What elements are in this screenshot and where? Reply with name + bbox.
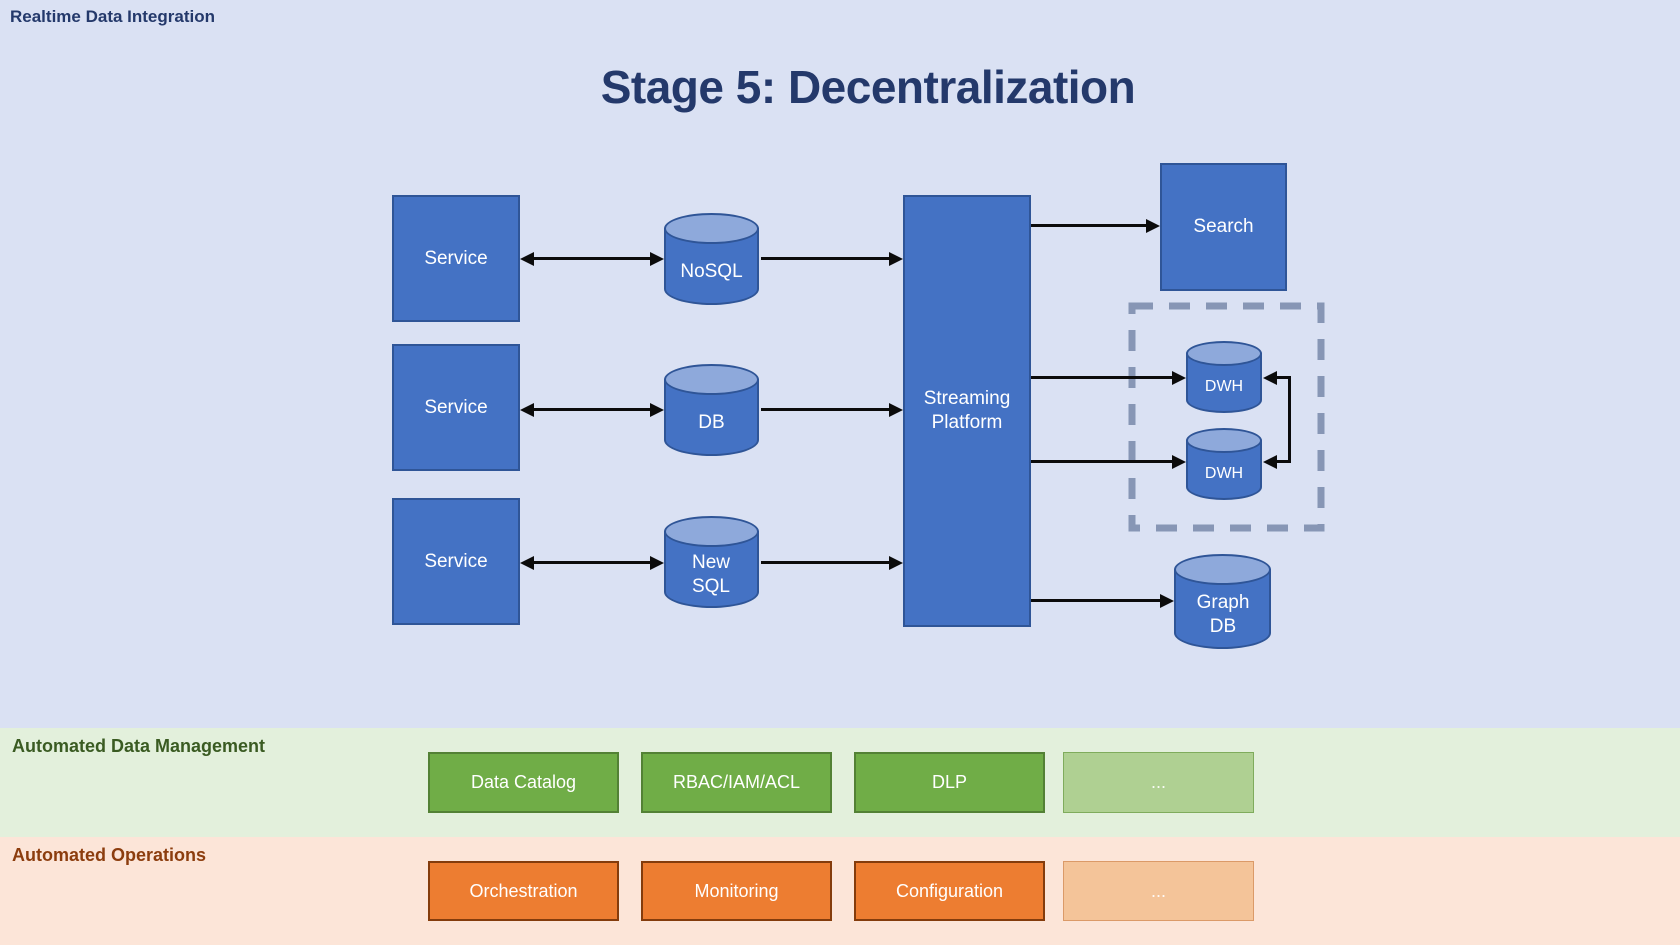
dwh-group-outline <box>1128 302 1325 532</box>
dwh-cylinder-2: DWH <box>1186 428 1262 500</box>
connector-dwh1-head <box>1263 371 1277 385</box>
arrow-newsql-streaming-head <box>889 556 903 570</box>
graph-db-label: Graph DB <box>1196 591 1250 637</box>
orchestration-box: Orchestration <box>428 861 619 921</box>
page-title: Stage 5: Decentralization <box>600 61 1136 113</box>
arrow-streaming-dwh2-head <box>1172 455 1186 469</box>
cylinder-top <box>1186 428 1262 453</box>
arrow-service2-db-line <box>533 408 651 411</box>
cylinder-top <box>664 364 759 395</box>
operations-more-box: ... <box>1063 861 1254 921</box>
cylinder-top <box>664 213 759 244</box>
arrow-service1-nosql-head-left <box>520 252 534 266</box>
service-box-3: Service <box>392 498 520 625</box>
arrow-service3-newsql-head-left <box>520 556 534 570</box>
dwh-cylinder-1: DWH <box>1186 341 1262 413</box>
arrow-db-streaming-head <box>889 403 903 417</box>
data-catalog-box: Data Catalog <box>428 752 619 813</box>
dwh-1-label: DWH <box>1204 378 1244 395</box>
search-box: Search <box>1160 163 1287 291</box>
connector-dwh-vertical-line <box>1288 376 1291 463</box>
streaming-platform-box: Streaming Platform <box>903 195 1031 627</box>
connector-dwh-top-line <box>1276 376 1291 379</box>
arrow-newsql-streaming-line <box>761 561 890 564</box>
service-box-2: Service <box>392 344 520 471</box>
arrow-db-streaming-line <box>761 408 890 411</box>
rbac-iam-acl-label: RBAC/IAM/ACL <box>672 772 801 792</box>
operations-band: Automated Operations Orchestration Monit… <box>0 837 1680 945</box>
arrow-streaming-graphdb-head <box>1160 594 1174 608</box>
arrow-streaming-search-head <box>1146 219 1160 233</box>
service-box-1: Service <box>392 195 520 322</box>
arrow-streaming-dwh1-line <box>1031 376 1173 379</box>
arrow-streaming-graphdb-line <box>1031 599 1161 602</box>
configuration-box: Configuration <box>854 861 1045 921</box>
arrow-service2-db-head-left <box>520 403 534 417</box>
data-management-band: Automated Data Management Data Catalog R… <box>0 728 1680 837</box>
rbac-iam-acl-box: RBAC/IAM/ACL <box>641 752 832 813</box>
page-label: Realtime Data Integration <box>10 7 215 26</box>
arrow-service3-newsql-line <box>533 561 651 564</box>
nosql-label: NoSQL <box>680 261 743 283</box>
service-box-2-label: Service <box>424 396 488 418</box>
db-label: DB <box>698 412 725 434</box>
arrow-nosql-streaming-line <box>761 257 890 260</box>
cylinder-top <box>1174 554 1271 585</box>
newsql-cylinder: New SQL <box>664 516 759 608</box>
newsql-label: New SQL <box>691 552 731 597</box>
db-cylinder: DB <box>664 364 759 456</box>
data-catalog-label: Data Catalog <box>470 772 577 792</box>
service-box-3-label: Service <box>424 550 488 572</box>
arrow-service3-newsql-head-right <box>650 556 664 570</box>
dlp-box: DLP <box>854 752 1045 813</box>
data-management-more-box: ... <box>1063 752 1254 813</box>
data-management-more-label: ... <box>1150 772 1166 792</box>
arrow-service1-nosql-line <box>533 257 651 260</box>
connector-dwh2-head <box>1263 455 1277 469</box>
streaming-platform-label: Streaming Platform <box>923 388 1011 433</box>
operations-more-label: ... <box>1150 880 1166 901</box>
arrow-nosql-streaming-head <box>889 252 903 266</box>
arrow-streaming-dwh1-head <box>1172 371 1186 385</box>
search-box-label: Search <box>1193 216 1254 238</box>
cylinder-top <box>1186 341 1262 366</box>
arrow-streaming-dwh2-line <box>1031 460 1173 463</box>
operations-label: Automated Operations <box>12 845 207 865</box>
graph-db-cylinder: Graph DB <box>1174 554 1271 649</box>
dashed-rect <box>1128 302 1325 532</box>
orchestration-label: Orchestration <box>469 880 578 901</box>
configuration-label: Configuration <box>895 880 1004 901</box>
dwh-2-label: DWH <box>1204 465 1244 482</box>
arrow-streaming-search-line <box>1031 224 1147 227</box>
cylinder-top <box>664 516 759 547</box>
nosql-cylinder: NoSQL <box>664 213 759 305</box>
monitoring-label: Monitoring <box>694 880 779 901</box>
service-box-1-label: Service <box>424 247 488 269</box>
monitoring-box: Monitoring <box>641 861 832 921</box>
arrow-service1-nosql-head-right <box>650 252 664 266</box>
arrow-service2-db-head-right <box>650 403 664 417</box>
dlp-label: DLP <box>931 772 967 792</box>
connector-dwh-bottom-line <box>1276 460 1291 463</box>
data-management-label: Automated Data Management <box>12 736 266 756</box>
